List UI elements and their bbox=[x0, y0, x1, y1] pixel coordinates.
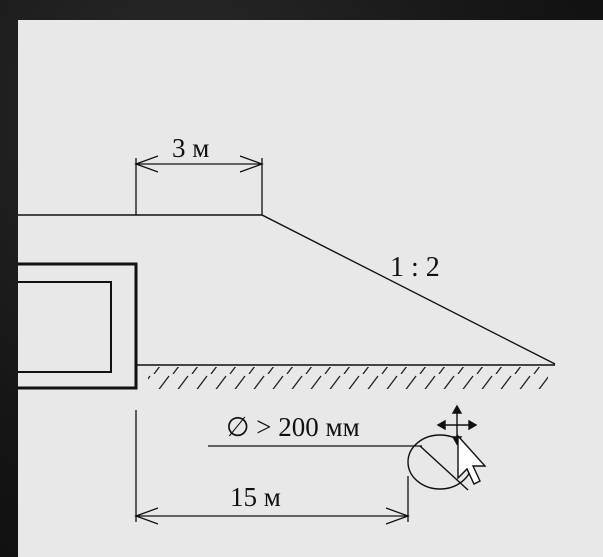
drawing-panel bbox=[18, 20, 603, 557]
embankment bbox=[18, 214, 556, 366]
slope-label: 1 : 2 bbox=[390, 252, 440, 283]
dimension-bottom-label: 15 м bbox=[230, 482, 281, 512]
ground-hatching bbox=[148, 367, 548, 389]
culvert-box bbox=[18, 262, 138, 390]
dimension-top bbox=[134, 155, 264, 215]
pipe-diameter-label: ∅ > 200 мм bbox=[226, 412, 360, 442]
dimension-top-label: 3 м bbox=[172, 133, 209, 163]
dimension-bottom bbox=[134, 410, 410, 525]
arrow-cursor-icon bbox=[457, 434, 487, 485]
move-cursor-icon bbox=[436, 404, 478, 446]
